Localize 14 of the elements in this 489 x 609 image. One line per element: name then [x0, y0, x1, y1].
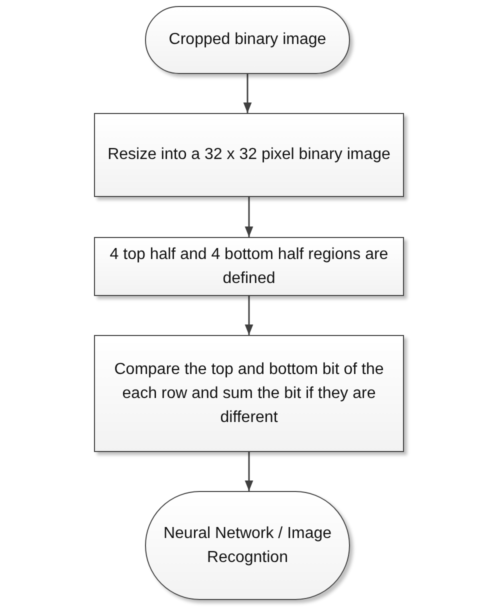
arrow	[244, 296, 254, 335]
arrow	[244, 452, 254, 491]
node-label: Neural Network / Image Recogntion	[162, 524, 333, 568]
terminal-shape	[145, 491, 350, 600]
node-label: 4 top half and 4 bottom half regions are defined	[108, 244, 390, 288]
node-label: Compare the top and bottom bit of the each row and sum the bit if they are different	[113, 360, 385, 428]
node-label: Cropped binary image	[168, 30, 328, 50]
arrow	[243, 74, 252, 113]
process-box	[94, 335, 404, 452]
arrow	[244, 197, 254, 237]
node-label: Resize into a 32 x 32 pixel binary image	[106, 145, 392, 165]
terminal-shape	[145, 6, 350, 74]
process-box	[94, 113, 404, 197]
process-box	[94, 237, 404, 296]
